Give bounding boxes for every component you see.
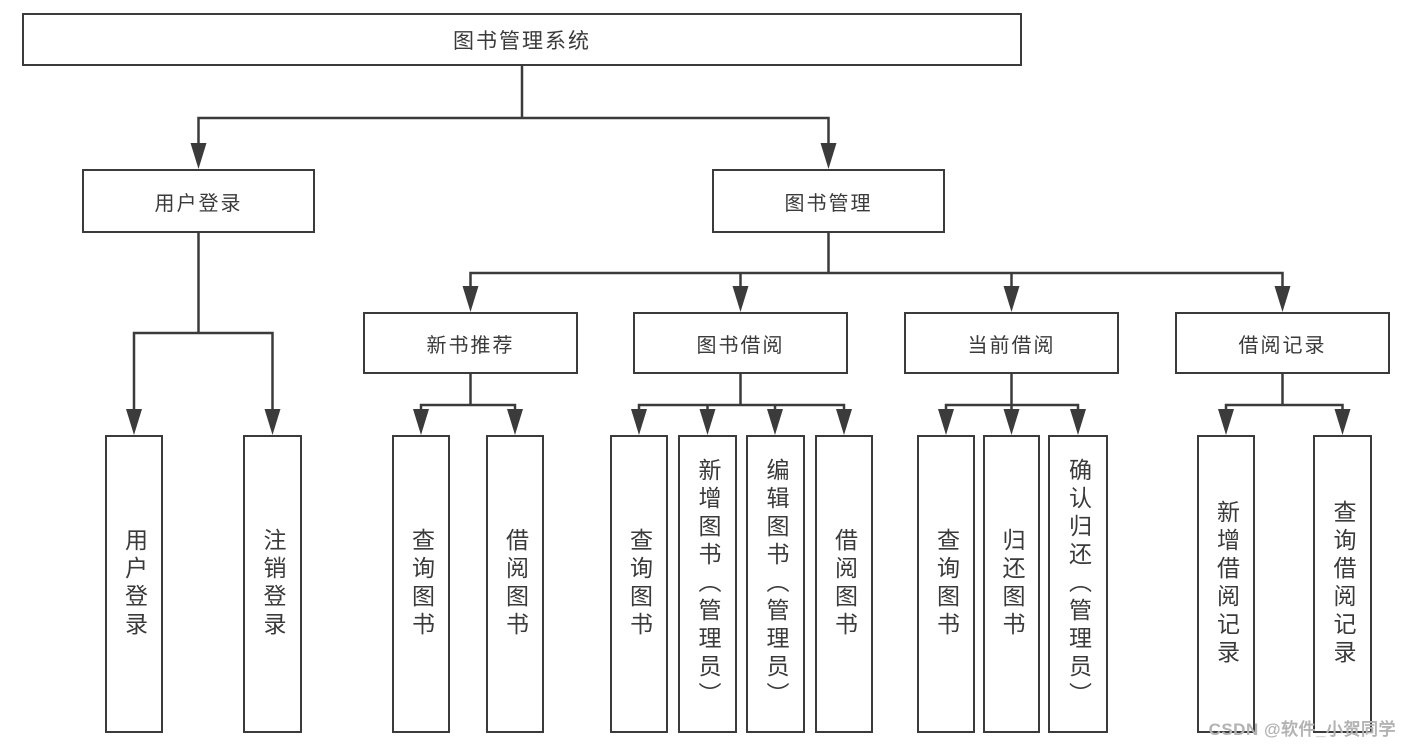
node-label: 图书管理系统	[453, 29, 591, 53]
node-label: 新增借阅记录	[1213, 500, 1240, 668]
leaf-borrow-books: 借阅图书	[815, 435, 873, 733]
leaf-logout-login: 注销登录	[243, 435, 302, 733]
node-label: 编辑图书（管理员）	[763, 458, 789, 710]
node-borrow-records: 借阅记录	[1175, 312, 1390, 374]
connector-current-borrow-children	[938, 374, 1086, 435]
connector-book-management-children	[462, 233, 1291, 312]
connector-user-login-children	[126, 233, 281, 435]
connector-borrow-records-children	[1218, 374, 1351, 435]
node-label: 查询图书	[626, 528, 653, 640]
csdn-watermark: CSDN @软件_小贺同学	[1208, 720, 1396, 739]
node-label: 确认归还（管理员）	[1065, 458, 1092, 710]
node-label: 注销登录	[260, 528, 286, 640]
leaf-add-books-admin: 新增图书（管理员）	[678, 435, 737, 733]
node-current-borrow: 当前借阅	[904, 312, 1119, 374]
node-label: 用户登录	[121, 528, 148, 640]
node-book-management: 图书管理	[712, 169, 945, 233]
leaf-query-books-current: 查询图书	[917, 435, 975, 733]
leaf-edit-books-admin: 编辑图书（管理员）	[746, 435, 805, 733]
leaf-return-books: 归还图书	[983, 435, 1040, 733]
node-label: 借阅记录	[1238, 334, 1327, 357]
leaf-add-borrow-record: 新增借阅记录	[1197, 435, 1255, 733]
node-new-book-recommend: 新书推荐	[363, 312, 578, 374]
connector-book-borrow-children	[631, 374, 852, 435]
leaf-query-borrow-record: 查询借阅记录	[1313, 435, 1372, 733]
node-library-management-system: 图书管理系统	[22, 13, 1022, 66]
node-label: 借阅图书	[831, 528, 858, 640]
node-label: 查询图书	[408, 528, 435, 640]
node-label: 归还图书	[999, 528, 1025, 640]
node-label: 查询借阅记录	[1330, 500, 1356, 668]
leaf-user-login: 用户登录	[105, 435, 163, 733]
node-label: 新书推荐	[426, 334, 515, 357]
connector-new-book-recommend-children	[413, 374, 523, 435]
node-label: 查询图书	[933, 528, 960, 640]
node-user-login: 用户登录	[82, 169, 315, 233]
node-label: 新增图书（管理员）	[695, 458, 721, 710]
node-book-borrow: 图书借阅	[633, 312, 848, 374]
node-label: 借阅图书	[502, 528, 529, 640]
node-label: 图书借阅	[696, 334, 785, 357]
node-label: 图书管理	[784, 192, 873, 215]
leaf-query-books-borrow: 查询图书	[610, 435, 668, 733]
node-label: 用户登录	[154, 192, 243, 215]
leaf-borrow-books-recommend: 借阅图书	[486, 435, 544, 733]
connector-root-to-level2	[190, 66, 837, 169]
leaf-confirm-return-admin: 确认归还（管理员）	[1048, 435, 1108, 733]
node-label: 当前借阅	[967, 334, 1056, 357]
leaf-query-books-recommend: 查询图书	[392, 435, 450, 733]
